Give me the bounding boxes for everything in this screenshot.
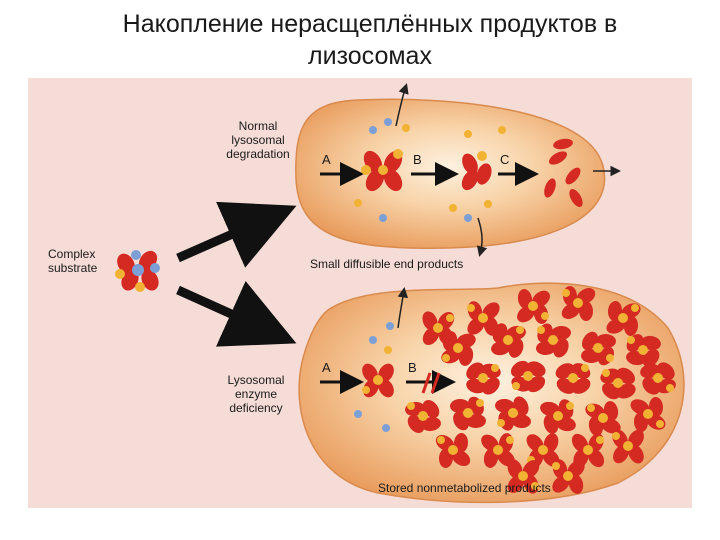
- label-normal-1: Normal: [239, 119, 278, 133]
- stored-cluster: [435, 433, 471, 468]
- stored-cluster: [510, 360, 546, 393]
- block-mark-icon: [421, 372, 441, 394]
- stored-cluster: [555, 363, 591, 394]
- label-lyso-2: enzyme: [235, 387, 277, 401]
- stored-cluster: [450, 396, 486, 431]
- stored-cluster: [640, 362, 676, 395]
- label-complex-1: Complex: [48, 247, 95, 261]
- small-molecules-lower: [354, 322, 394, 432]
- stored-cluster: [585, 401, 621, 436]
- small-molecules-upper: [354, 118, 506, 222]
- stored-cluster: [517, 289, 550, 324]
- stored-cluster: [561, 286, 596, 321]
- slide-title: Накопление нерасщеплённых продуктов в ли…: [60, 8, 680, 72]
- title-line-1: Накопление нерасщеплённых продуктов в: [122, 10, 618, 38]
- stored-cluster: [626, 334, 661, 367]
- stored-cluster: [571, 433, 605, 468]
- arrow-to-normal: [176, 201, 297, 268]
- label-C-upper: C: [500, 152, 509, 167]
- label-A-lower: A: [322, 360, 331, 375]
- stored-cluster: [630, 397, 666, 432]
- substrate-cluster-A: [361, 149, 403, 192]
- label-lyso-1: Lysosomal: [228, 373, 285, 387]
- label-normal-2: lysosomal: [231, 133, 284, 147]
- stored-cluster: [606, 301, 641, 336]
- label-B-lower: B: [408, 360, 417, 375]
- label-complex-2: substrate: [48, 261, 98, 275]
- exit-arrow-top: [395, 83, 409, 127]
- stored-cluster: [441, 331, 476, 366]
- arrow-to-deficient: [176, 280, 297, 347]
- stored-cluster: [466, 362, 501, 395]
- stored-cluster: [612, 429, 644, 464]
- exit-arrow-bottom: [476, 217, 488, 257]
- stored-products: [362, 286, 676, 494]
- stored-cluster: [362, 363, 394, 398]
- label-normal-3: degradation: [226, 147, 289, 161]
- stored-cluster: [491, 323, 526, 358]
- label-small-products: Small diffusible end products: [310, 257, 463, 271]
- stored-cluster: [495, 396, 531, 431]
- stored-cluster: [600, 367, 636, 400]
- stored-cluster: [536, 323, 571, 358]
- label-stored: Stored nonmetabolized products: [378, 481, 551, 495]
- stored-cluster: [540, 399, 576, 434]
- stored-cluster: [422, 311, 455, 346]
- stored-cluster: [507, 459, 540, 494]
- complex-substrate-icon: [115, 250, 160, 292]
- degraded-fragments: [544, 138, 583, 208]
- stored-cluster: [552, 459, 585, 494]
- exit-arrow-lower: [397, 287, 409, 329]
- title-line-2: лизосомах: [308, 42, 432, 70]
- stored-cluster: [581, 331, 616, 366]
- substrate-cluster-B: [461, 151, 492, 191]
- label-B-upper: B: [413, 152, 422, 167]
- label-A-upper: A: [322, 152, 331, 167]
- stored-cluster: [405, 400, 441, 433]
- lysosome-diagram: Normal lysosomal degradation Complex sub…: [28, 78, 692, 508]
- label-lyso-3: deficiency: [229, 401, 282, 415]
